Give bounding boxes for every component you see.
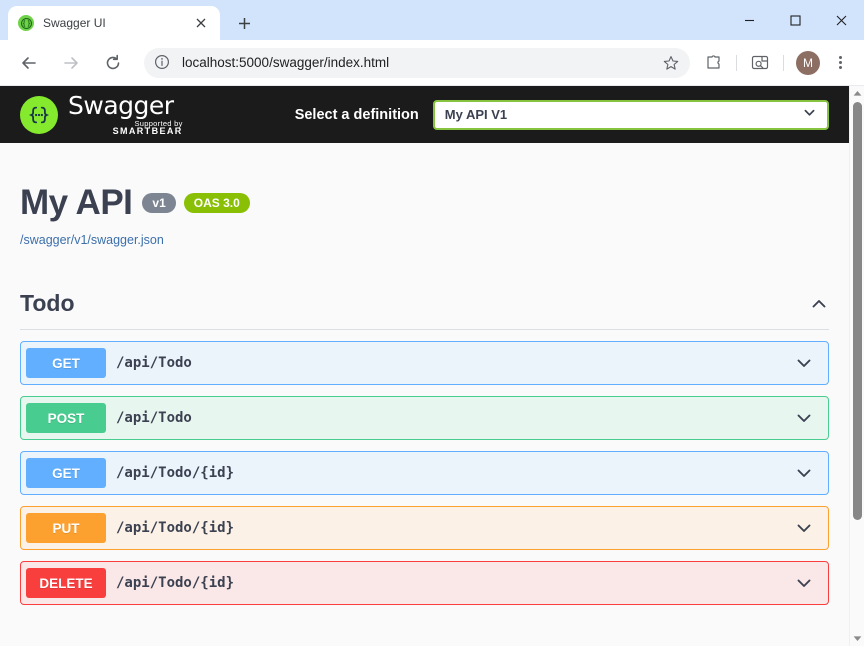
operation-method-badge: GET	[26, 458, 106, 488]
search-tabs-icon[interactable]	[745, 48, 775, 78]
operation-row[interactable]: DELETE/api/Todo/{id}	[20, 561, 829, 605]
scroll-down-arrow-icon[interactable]	[850, 631, 864, 646]
toolbar-divider-2	[783, 54, 784, 71]
operation-row[interactable]: GET/api/Todo/{id}	[20, 451, 829, 495]
operation-path: /api/Todo	[116, 410, 192, 426]
operation-row[interactable]: PUT/api/Todo/{id}	[20, 506, 829, 550]
page-viewport: Swagger Supported by SMARTBEAR Select a …	[0, 86, 864, 646]
extensions-puzzle-icon[interactable]	[698, 48, 728, 78]
operation-path: /api/Todo/{id}	[116, 575, 235, 591]
scroll-up-arrow-icon[interactable]	[850, 86, 864, 101]
swagger-ui-page: Swagger Supported by SMARTBEAR Select a …	[0, 86, 849, 605]
supported-prefix: Supported by	[134, 118, 183, 128]
tab-close-icon[interactable]	[192, 14, 210, 32]
swagger-logo-supported: Supported by SMARTBEAR	[68, 120, 183, 137]
page-scrollbar[interactable]	[849, 86, 864, 646]
swagger-logo[interactable]: Swagger Supported by SMARTBEAR	[20, 93, 183, 137]
swagger-favicon-icon	[18, 15, 34, 31]
swagger-logo-name: Swagger	[68, 90, 174, 120]
profile-avatar[interactable]: M	[796, 50, 820, 75]
operation-row[interactable]: GET/api/Todo	[20, 341, 829, 385]
address-bar[interactable]: localhost:5000/swagger/index.html	[144, 47, 690, 78]
operation-method-badge: DELETE	[26, 568, 106, 598]
spec-url-link[interactable]: /swagger/v1/swagger.json	[20, 233, 164, 247]
browser-tab-swagger-ui[interactable]: Swagger UI	[8, 6, 220, 40]
forward-button[interactable]	[55, 47, 87, 79]
definition-select-value: My API V1	[444, 107, 508, 122]
minimize-button[interactable]	[726, 0, 772, 40]
scrollbar-thumb[interactable]	[853, 102, 862, 520]
close-window-button[interactable]	[818, 0, 864, 40]
page-title: My API	[20, 183, 133, 222]
api-info-block: My API v1 OAS 3.0 /swagger/v1/swagger.js…	[0, 143, 849, 247]
chevron-down-icon[interactable]	[794, 573, 814, 593]
tab-title: Swagger UI	[43, 16, 106, 30]
operation-method-badge: POST	[26, 403, 106, 433]
chevron-down-icon	[802, 105, 817, 125]
three-dot-menu-icon[interactable]	[826, 49, 854, 77]
bookmark-star-icon[interactable]	[658, 50, 684, 76]
version-badge: v1	[142, 192, 176, 213]
oas-badge: OAS 3.0	[183, 192, 250, 213]
reload-button[interactable]	[97, 47, 129, 79]
select-definition-label: Select a definition	[294, 106, 419, 123]
back-button[interactable]	[13, 47, 45, 79]
operation-method-badge: GET	[26, 348, 106, 378]
new-tab-button[interactable]	[230, 9, 258, 37]
chevron-down-icon[interactable]	[794, 518, 814, 538]
chevron-down-icon[interactable]	[794, 353, 814, 373]
swagger-brackets-icon	[20, 95, 58, 134]
tab-strip: Swagger UI	[0, 0, 864, 40]
url-text: localhost:5000/swagger/index.html	[182, 55, 390, 70]
chevron-down-icon[interactable]	[794, 463, 814, 483]
operation-row[interactable]: POST/api/Todo	[20, 396, 829, 440]
operation-path: /api/Todo/{id}	[116, 520, 235, 536]
chevron-down-icon[interactable]	[794, 408, 814, 428]
tag-name: Todo	[20, 290, 75, 316]
tag-header[interactable]: Todo	[20, 290, 829, 330]
maximize-button[interactable]	[772, 0, 818, 40]
chevron-up-icon[interactable]	[809, 294, 829, 314]
supported-brand: SMARTBEAR	[112, 126, 183, 137]
browser-toolbar: localhost:5000/swagger/index.html M	[0, 40, 864, 86]
toolbar-divider	[736, 54, 737, 71]
operation-path: /api/Todo	[116, 355, 192, 371]
swagger-topbar: Swagger Supported by SMARTBEAR Select a …	[0, 86, 849, 143]
swagger-wordmark: Swagger Supported by SMARTBEAR	[68, 93, 183, 137]
operation-method-badge: PUT	[26, 513, 106, 543]
operation-path: /api/Todo/{id}	[116, 465, 235, 481]
page-info-icon[interactable]	[154, 54, 172, 72]
window-controls	[726, 0, 864, 40]
definition-select[interactable]: My API V1	[432, 99, 829, 130]
api-title-row: My API v1 OAS 3.0	[20, 185, 829, 220]
